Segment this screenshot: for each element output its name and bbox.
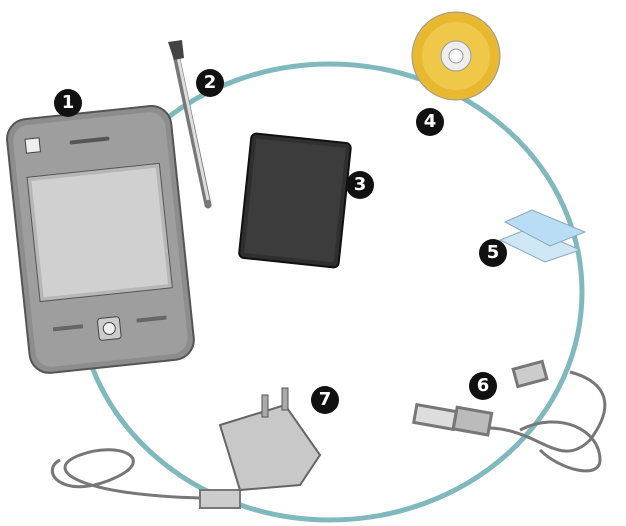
battery-icon [238,132,352,269]
phone-icon [6,105,195,374]
item-number-badge: 1 [54,89,82,117]
item-number-badge: 7 [311,386,339,414]
item-number-badge: 4 [416,108,444,136]
charger-icon [50,387,322,509]
disc-icon [411,11,501,101]
item-number-badge: 3 [346,171,374,199]
screen-protector-icon [498,209,587,263]
item-number-badge: 2 [196,69,224,97]
item-number-badge: 6 [469,372,497,400]
usb-cable-icon [412,359,607,473]
item-number-badge: 5 [479,239,507,267]
stylus-icon [168,40,212,209]
